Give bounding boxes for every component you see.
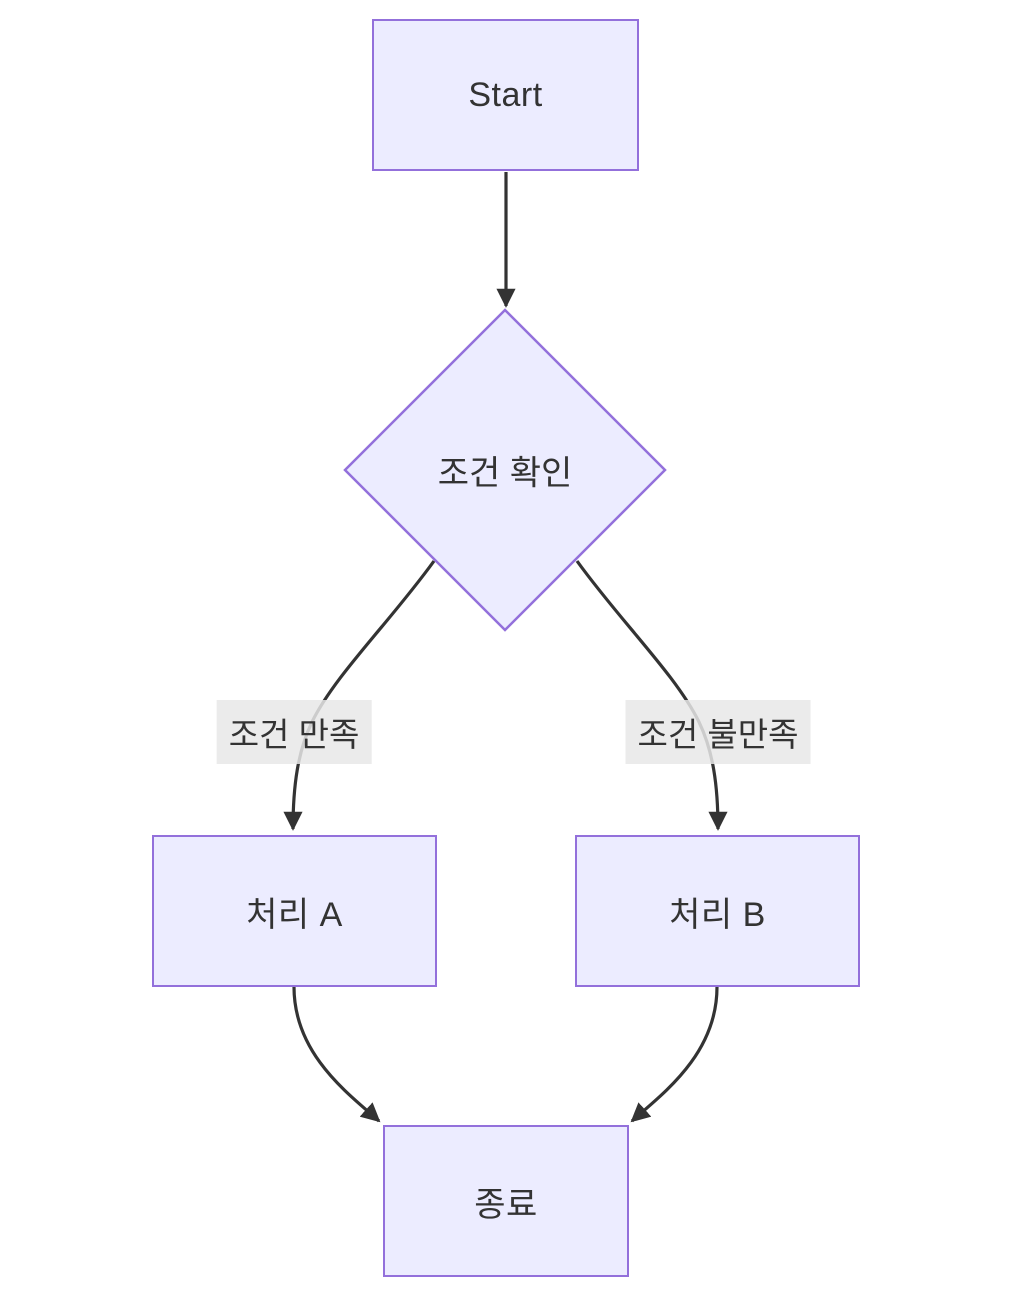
node-start: Start	[372, 19, 639, 171]
node-process-a: 처리 A	[152, 835, 437, 987]
edge-process-a-to-end	[292, 986, 381, 1123]
edge-label-condition-not-met: 조건 불만족	[625, 700, 811, 764]
node-process-b: 처리 B	[575, 835, 860, 987]
node-process-a-label: 처리 A	[246, 895, 343, 934]
node-end-label: 종료	[474, 1185, 538, 1224]
diamond-condition-check	[343, 308, 667, 632]
edge-process-b-to-end	[630, 986, 719, 1123]
node-end: 종료	[383, 1125, 629, 1277]
edge-condition-to-process-b	[575, 560, 728, 831]
edge-condition-to-process-a	[283, 560, 436, 831]
node-process-b-label: 처리 B	[669, 895, 766, 934]
node-start-label: Start	[468, 75, 543, 114]
edge-label-condition-met: 조건 만족	[216, 700, 372, 764]
node-condition-check-label: 조건 확인	[437, 454, 573, 493]
